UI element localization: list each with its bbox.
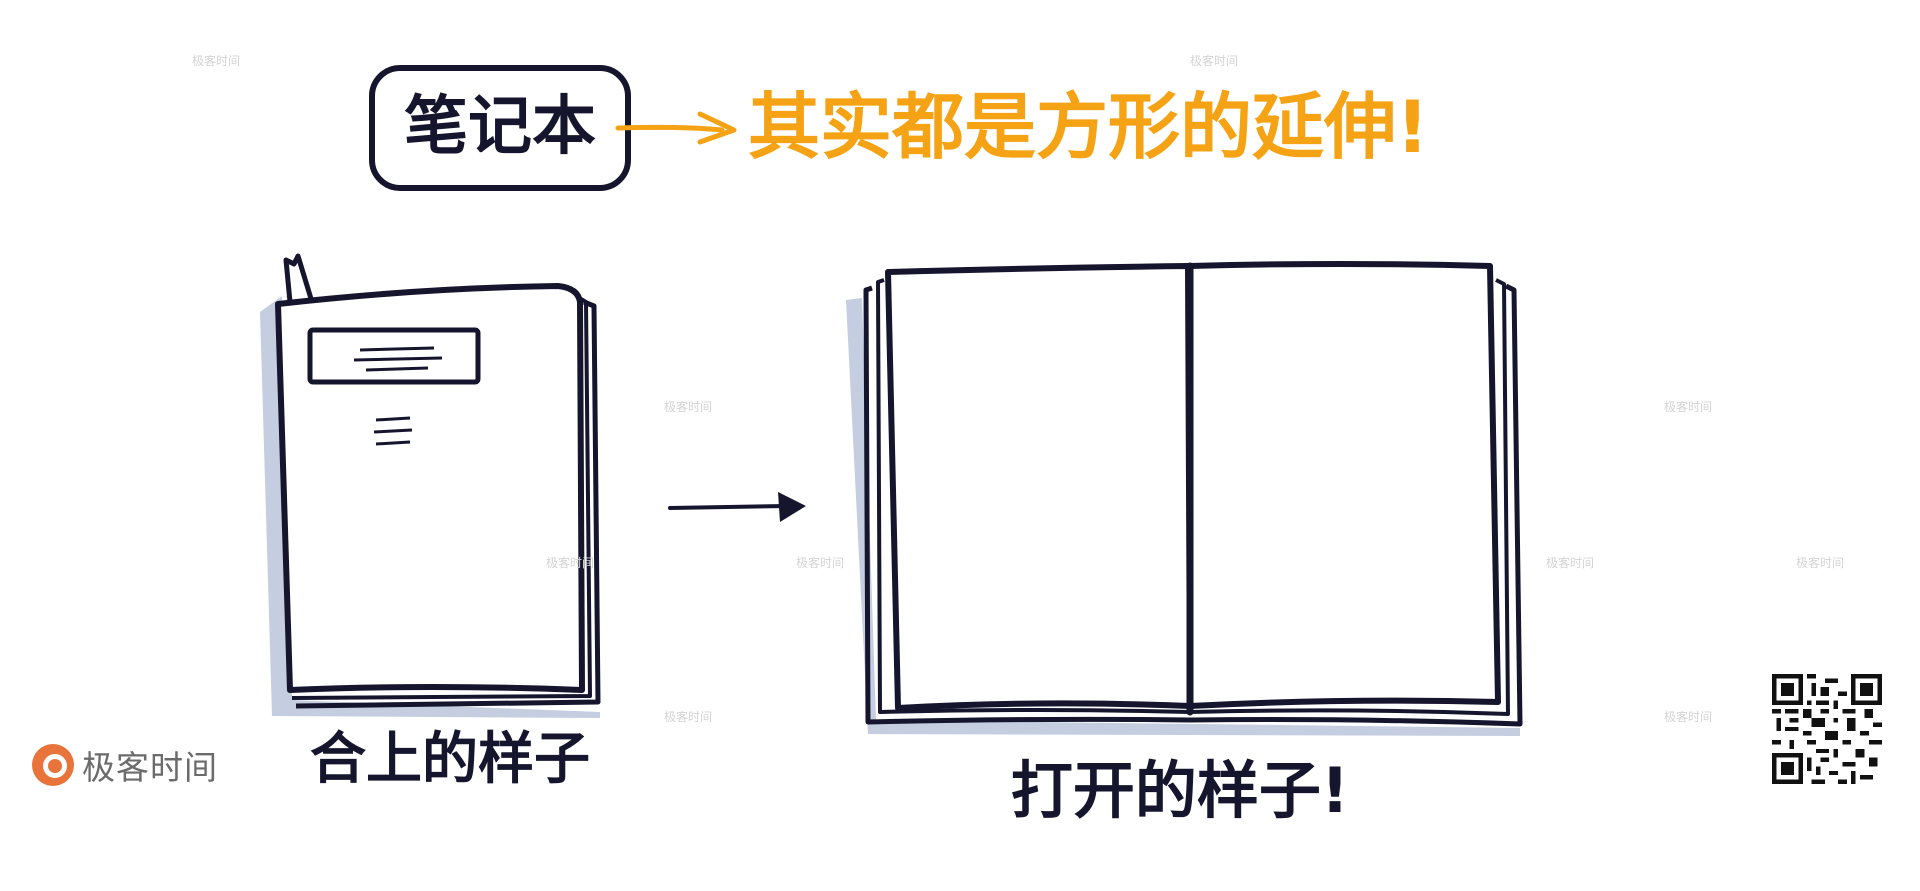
bookmark-ribbon [283,253,315,303]
watermark: 极客时间 [1190,54,1239,68]
title-arrow-head [697,111,737,145]
open-notebook-back-left [863,285,1191,725]
cover-label [307,327,481,385]
watermark: 极客时间 [664,710,713,724]
open-notebook-label: 打开的样子! [1011,754,1349,827]
watermark: 极客时间 [192,54,241,68]
closed-notebook-pages [295,299,601,709]
cover-mark-3 [375,440,411,446]
closed-notebook-label: 合上的样子 [310,727,590,792]
title-tagline: 其实都是方形的延伸! [748,85,1429,169]
watermark: 极客时间 [796,556,845,570]
watermark: 极客时间 [1664,400,1713,414]
cover-label-line-2 [353,356,443,362]
watermark: 极客时间 [546,556,595,570]
closed-notebook-cover [275,283,585,693]
middle-arrow [668,504,788,510]
title-arrow [615,124,725,133]
cover-label-line-3 [365,366,429,372]
cover-mark-2 [373,428,413,434]
middle-arrow-head [778,492,806,522]
open-notebook-back-right [1189,283,1523,727]
title-box-text: 笔记本 [404,90,596,164]
watermark: 极客时间 [1546,556,1595,570]
brand-name: 极客时间 [82,748,218,787]
open-notebook-left-page [885,263,1193,711]
open-notebook-right-page [1187,261,1501,709]
cover-mark-1 [375,416,411,422]
brand-logo: 极客时间 [32,742,218,788]
geektime-logo-icon [32,744,74,786]
open-notebook-back-right-2 [1189,278,1510,716]
cover-label-line-1 [359,346,435,352]
qr-code-icon [1772,674,1882,784]
watermark: 极客时间 [664,400,713,414]
open-notebook-back-left-2 [876,278,1191,714]
watermark: 极客时间 [1664,710,1713,724]
watermark: 极客时间 [1796,556,1845,570]
